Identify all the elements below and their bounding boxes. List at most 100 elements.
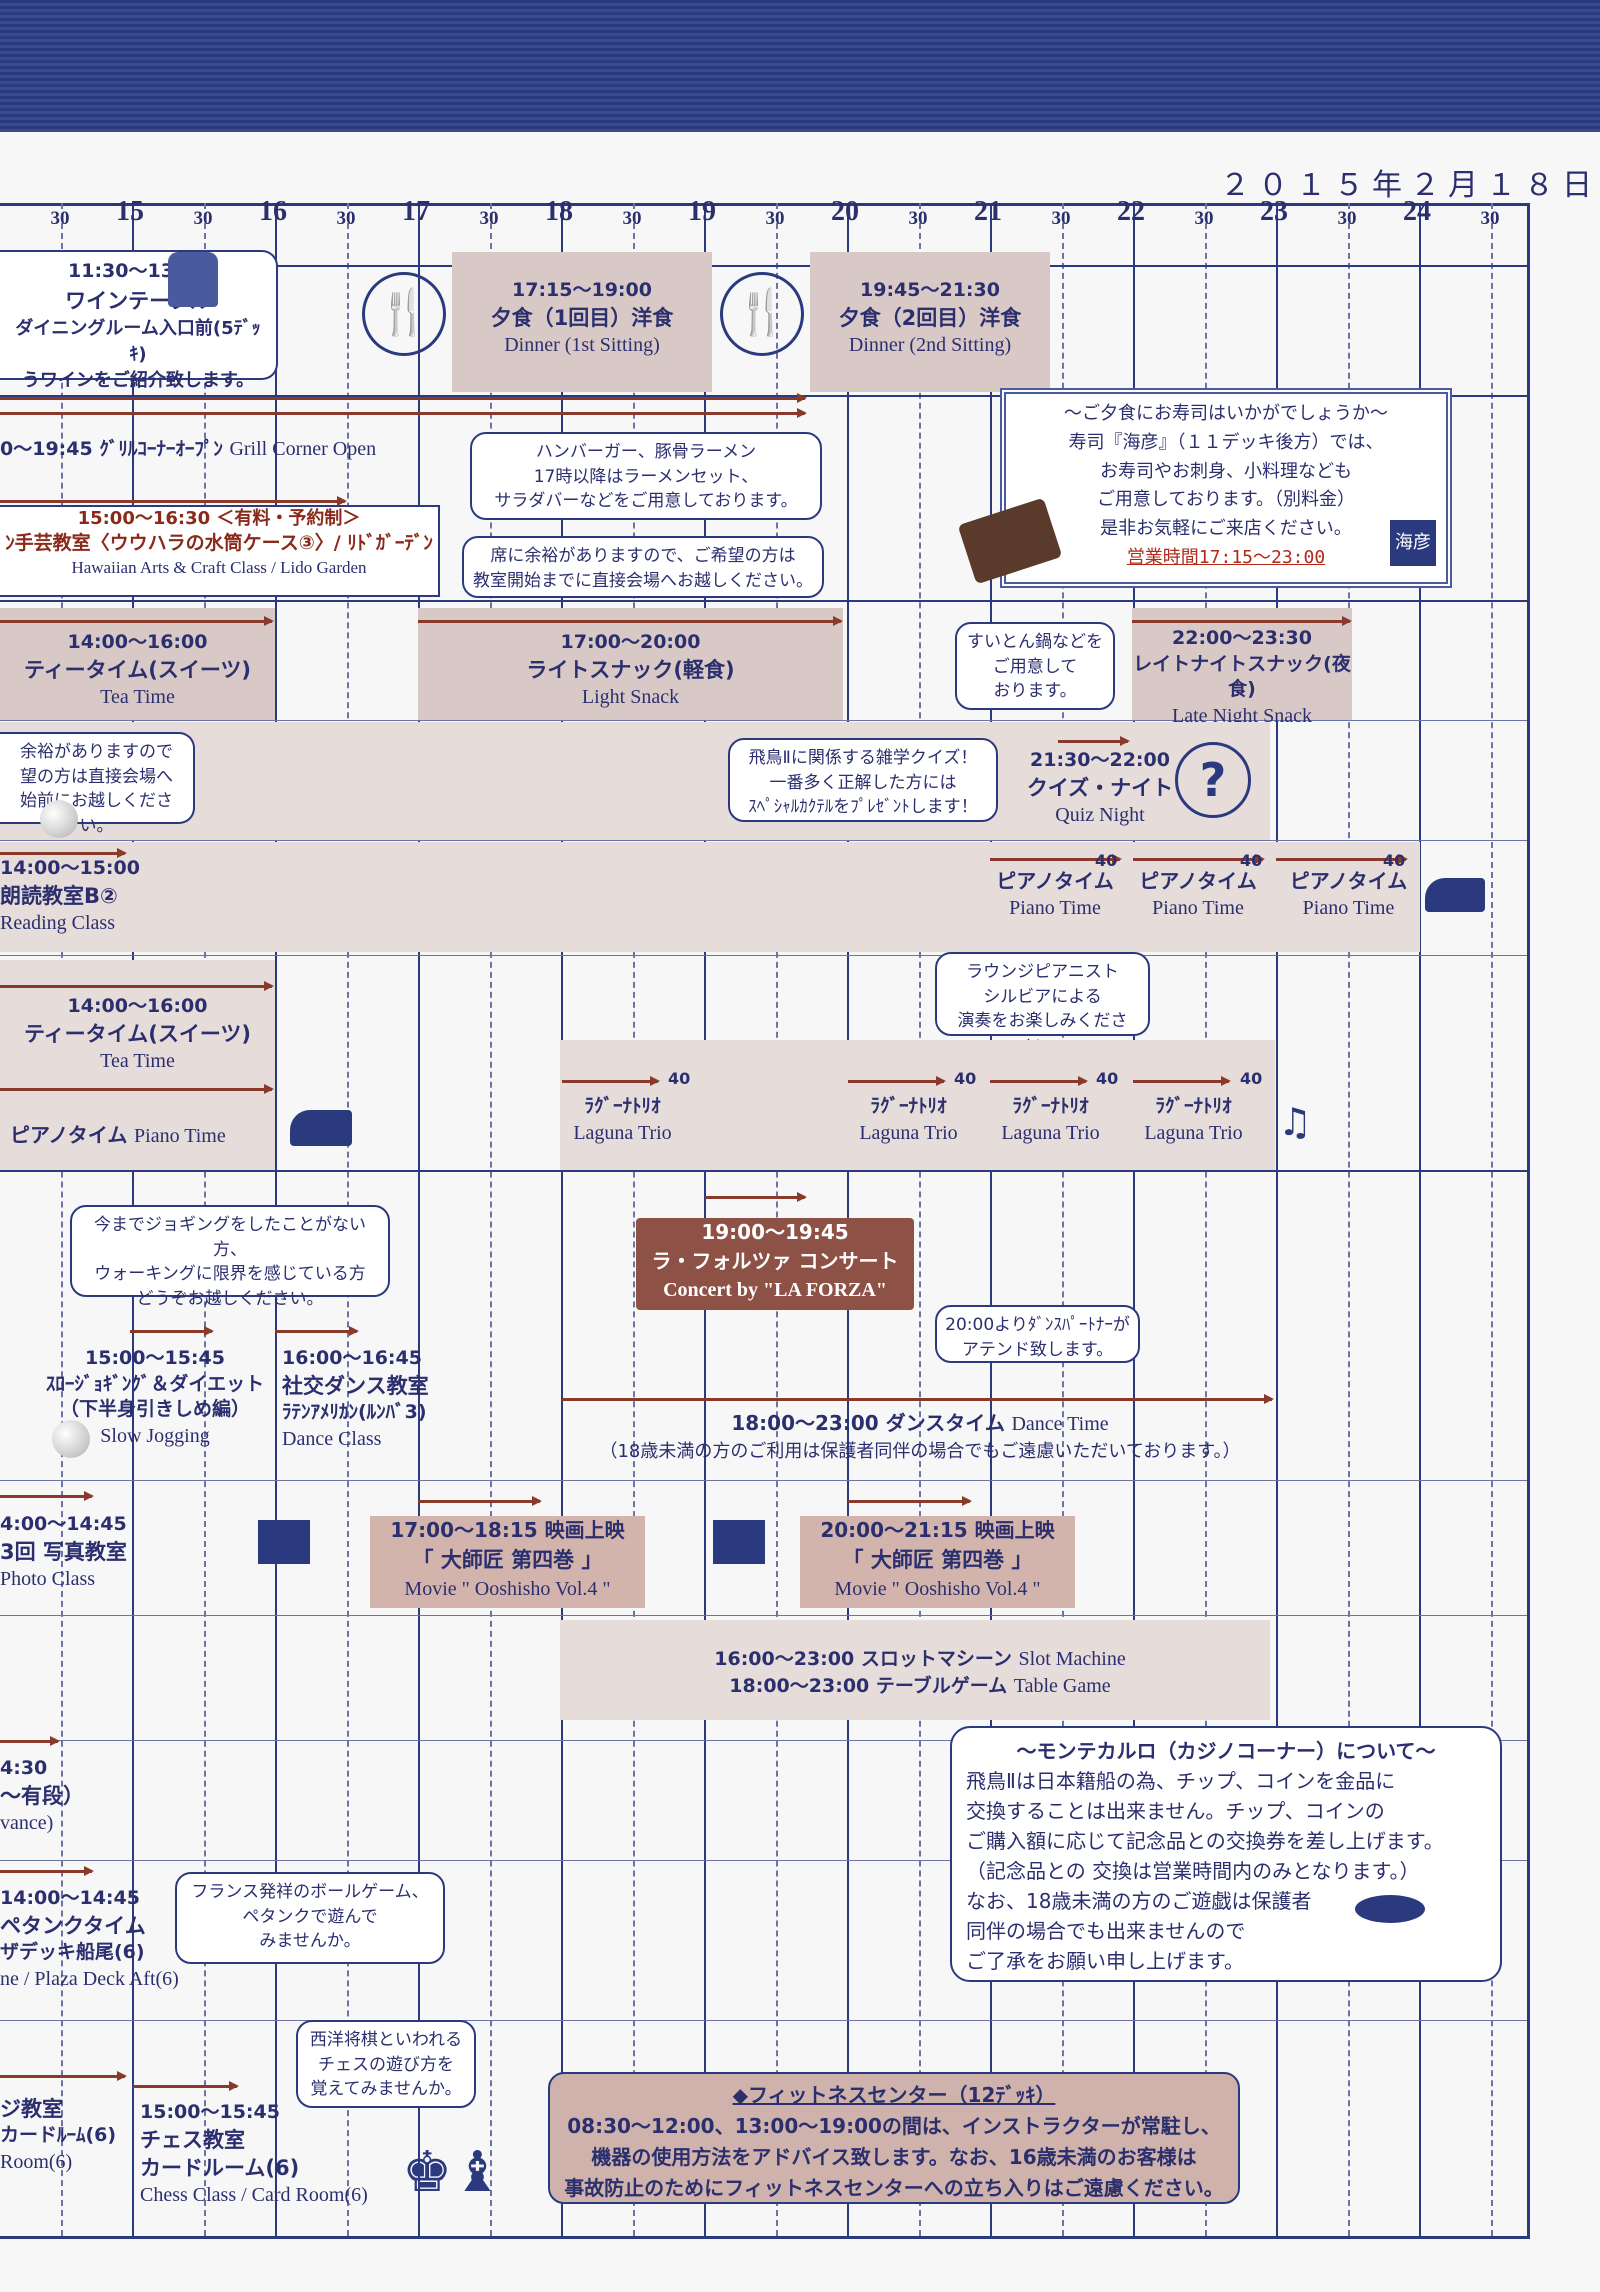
row-divider (0, 395, 1527, 397)
arrow (0, 1866, 94, 1876)
row-divider (0, 2020, 1527, 2021)
minute-label: 40 (1096, 1069, 1119, 1088)
hour-label: 21 (974, 196, 1002, 227)
hour-label: 20 (831, 196, 859, 227)
sushi-notice: 〜ご夕食にお寿司はいかがでしょうか〜寿司『海彦』（１１デッキ後方）では、お寿司や… (1000, 388, 1452, 588)
arrow (133, 2081, 239, 2091)
half-hour-label: 30 (50, 208, 70, 229)
arrow (1133, 1076, 1231, 1086)
row-divider (0, 1860, 1527, 1861)
music-note-icon: ♫ (1278, 1100, 1313, 1144)
row-divider (0, 955, 1527, 956)
hour-line (1419, 203, 1421, 2236)
dance-time-note: （18歳未満の方のご利用は保護者同伴の場合でもご遠慮いただいております。） (599, 1441, 1241, 1462)
movie2-event: 20:00〜21:15 映画上映「 大師匠 第四巻 」Movie " Ooshi… (800, 1516, 1075, 1608)
half-hour-label: 30 (1051, 208, 1071, 229)
arrow (130, 1326, 214, 1336)
minute-label: 40 (954, 1069, 977, 1088)
arrow (418, 1496, 542, 1506)
header-band (0, 0, 1600, 132)
fitness-notice: ◆フィットネスセンター（12ﾃﾞｯｷ） 08:30〜12:00、13:00〜19… (548, 2072, 1240, 2204)
hour-line (418, 203, 420, 2236)
movie1-event: 17:00〜18:15 映画上映「 大師匠 第四巻 」Movie " Ooshi… (370, 1516, 645, 1608)
row-divider (0, 840, 1527, 841)
reading-bubble: 余裕がありますので望の方は直接会場へ始前にお越しください。 (0, 732, 195, 836)
row-divider (0, 720, 1527, 721)
half-hour-label: 30 (622, 208, 642, 229)
row-divider (0, 600, 1527, 602)
hour-line (990, 203, 992, 2236)
half-hour-line (489, 203, 492, 2236)
row-shade (560, 1040, 1275, 1170)
half-hour-label: 30 (1337, 208, 1357, 229)
wine-table-event: 11:30〜13:00 ワインテーブル ダイニングルーム入口前(5ﾃﾞｯｷ) う… (0, 250, 278, 391)
lounge-pianist-bubble: ラウンジピアニストシルビアによる演奏をお楽しみください。 (935, 952, 1150, 1056)
minute-label: 40 (1383, 851, 1406, 870)
half-hour-line (918, 203, 921, 2236)
arrow (1276, 854, 1408, 864)
arrow (418, 616, 843, 626)
half-hour-label: 30 (1480, 208, 1500, 229)
arrow (0, 408, 807, 418)
row-divider (0, 1740, 1527, 1741)
dinner2-block (810, 252, 1050, 392)
piano-afternoon-event: ピアノタイム Piano Time (10, 1123, 226, 1147)
dinner1-block (452, 252, 712, 392)
grand-piano-icon (1425, 878, 1485, 912)
tea1-block (0, 608, 275, 720)
jogging-bubble: 今までジョギングをしたことがない方、ウォーキングに限界を感じている方どうぞお越し… (70, 1205, 390, 1309)
half-hour-label: 30 (336, 208, 356, 229)
petanque-bubble: フランス発祥のボールゲーム、ペタンクで遊んでみませんか。 (175, 1872, 445, 1964)
arrow (848, 1496, 972, 1506)
hour-label: 17 (402, 196, 430, 227)
arrow (0, 1736, 60, 1746)
arrow (990, 1076, 1088, 1086)
go-class-event: ジ教室カードﾙｰﾑ(6)Room(6) (0, 2097, 117, 2173)
sushi-logo: 海彦 (1390, 520, 1436, 566)
sommelier-icon (168, 252, 218, 307)
arrow (0, 1491, 94, 1501)
casino-shade (560, 1620, 1270, 1720)
half-hour-label: 30 (765, 208, 785, 229)
quiz-bubble: 飛鳥Ⅱに関係する雑学クイズ！一番多く正解した方にはｽﾍﾟｼｬﾙｶｸﾃﾙをﾌﾟﾚｾ… (728, 738, 998, 822)
lightsnack-block (418, 608, 843, 720)
arrow (705, 1192, 807, 1202)
row-divider (0, 1615, 1527, 1616)
hawaiian-event: 15:00〜16:30 ＜有料・予約制＞ ﾝ手芸教室〈ウウハラの水筒ケース③〉/… (0, 505, 440, 597)
clapperboard-icon (713, 1520, 765, 1564)
arrow (1132, 616, 1352, 626)
suiton-bubble: すいとん鍋などをご用意しております。 (955, 622, 1115, 710)
casino-chips-icon (1355, 1895, 1425, 1923)
chess-bubble: 西洋将棋といわれるチェスの遊び方を覚えてみませんか。 (296, 2020, 476, 2108)
arrow (0, 2071, 127, 2081)
arrow (275, 1326, 359, 1336)
hour-label: 16 (259, 196, 287, 227)
arrow (0, 616, 274, 626)
cutlery-icon: 🍴 (720, 272, 804, 356)
row-divider (0, 265, 1527, 267)
row-divider (0, 1480, 1527, 1481)
half-hour-label: 30 (479, 208, 499, 229)
hour-label: 23 (1260, 196, 1288, 227)
pearl-bullet (40, 800, 78, 838)
hour-line (1133, 203, 1135, 2236)
clapperboard-icon (258, 1520, 310, 1564)
cutlery-icon: 🍴 (362, 272, 446, 356)
hour-line (561, 203, 563, 2236)
schedule-date: ２０１５年２月１８日 (1220, 169, 1600, 202)
hawaiian-bubble: 席に余裕がありますので、ご希望の方は教室開始までに直接会場へお越しください。 (462, 536, 824, 598)
row-divider (0, 1170, 1527, 1172)
